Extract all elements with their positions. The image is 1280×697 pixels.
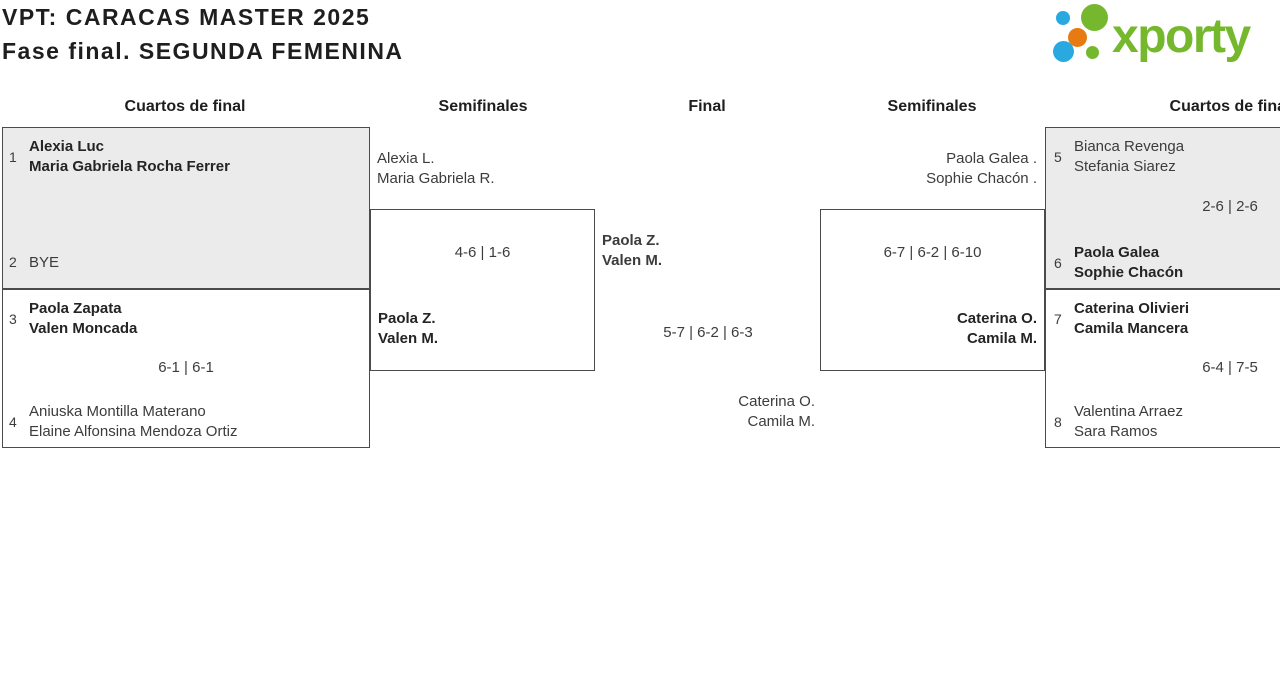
player-name: Camila M.: [747, 412, 815, 430]
match-box-qf2: 3 Paola Zapata Valen Moncada 6-1 | 6-1 4…: [2, 289, 370, 448]
final-top-team: Paola Z. Valen M.: [602, 231, 662, 270]
sf-left-top-team: Alexia L. Maria Gabriela R.: [377, 149, 495, 188]
team-slot-seed5: 5 Bianca Revenga Stefania Siarez: [1054, 137, 1280, 176]
bye-label: BYE: [29, 253, 60, 271]
logo-dot-blue-small-icon: [1056, 11, 1070, 25]
round-header-final: Final: [688, 98, 726, 115]
match-box-qf4: 7 Caterina Olivieri Camila Mancera 6-4 |…: [1045, 289, 1280, 448]
sf-right-top-team: Paola Galea . Sophie Chacón .: [820, 149, 1037, 188]
final-bottom-team: Caterina O. Camila M.: [595, 392, 815, 431]
logo-dot-blue-big-icon: [1053, 41, 1074, 62]
seed-number: 1: [9, 148, 17, 165]
page-subtitle: Fase final. SEGUNDA FEMENINA: [2, 38, 404, 64]
player-name: Stefania Siarez: [1074, 157, 1176, 175]
logo-wordmark: xporty: [1112, 10, 1251, 63]
player-name: Aniuska Montilla Materano: [29, 403, 206, 420]
team-names: Paola Galea Sophie Chacón: [1074, 243, 1183, 282]
player-name: Caterina O.: [738, 393, 815, 410]
seed-number: 7: [1054, 310, 1062, 327]
player-name: Sophie Chacón .: [926, 169, 1037, 187]
player-name: Elaine Alfonsina Mendoza Ortiz: [29, 422, 238, 440]
player-name: Paola Galea: [1074, 244, 1160, 261]
player-name: Paola Zapata: [29, 300, 122, 317]
player-name: Valen Moncada: [29, 319, 138, 337]
match-score: 6-4 | 7-5: [1202, 358, 1258, 376]
player-name: Camila M.: [966, 329, 1037, 347]
player-name: Paola Z.: [602, 232, 660, 249]
match-box-qf1: 1 Alexia Luc Maria Gabriela Rocha Ferrer…: [2, 127, 370, 289]
team-slot-seed6: 6 Paola Galea Sophie Chacón: [1054, 243, 1280, 282]
player-name: Valen M.: [378, 329, 439, 347]
player-name: Caterina O.: [956, 310, 1037, 327]
player-name: Maria Gabriela Rocha Ferrer: [29, 157, 230, 175]
player-name: Caterina Olivieri: [1074, 300, 1190, 317]
seed-number: 8: [1054, 413, 1062, 430]
seed-number: 5: [1054, 148, 1062, 165]
team-names: Paola Z. Valen M.: [378, 309, 438, 348]
round-header-qf-right: Cuartos de final: [1169, 98, 1280, 115]
final-score: 5-7 | 6-2 | 6-3: [663, 324, 753, 341]
team-slot-seed3: 3 Paola Zapata Valen Moncada: [9, 299, 363, 338]
team-slot-seed7: 7 Caterina Olivieri Camila Mancera: [1054, 299, 1280, 338]
match-box-qf3: 5 Bianca Revenga Stefania Siarez 2-6 | 2…: [1045, 127, 1280, 289]
player-name: Bianca Revenga: [1074, 138, 1185, 155]
team-slot-seed1: 1 Alexia Luc Maria Gabriela Rocha Ferrer: [9, 137, 363, 176]
team-slot-seed2: 2 BYE: [9, 253, 363, 273]
team-names: Bianca Revenga Stefania Siarez: [1074, 137, 1184, 176]
player-name: Sophie Chacón: [1074, 263, 1184, 281]
round-header-sf-right: Semifinales: [887, 98, 977, 115]
player-name: Paola Galea .: [946, 150, 1037, 167]
round-header-qf-left: Cuartos de final: [124, 98, 246, 115]
match-score: 2-6 | 2-6: [1202, 198, 1258, 215]
player-name: Paola Z.: [378, 310, 436, 327]
team-names: Caterina Olivieri Camila Mancera: [1074, 299, 1189, 338]
match-score: 6-7 | 6-2 | 6-10: [883, 244, 982, 261]
player-name: Valentina Arraez: [1074, 403, 1183, 420]
team-slot-seed8: 8 Valentina Arraez Sara Ramos: [1054, 402, 1280, 441]
seed-number: 4: [9, 413, 17, 430]
player-name: Sara Ramos: [1074, 422, 1158, 440]
team-names: Alexia Luc Maria Gabriela Rocha Ferrer: [29, 137, 230, 176]
team-names: Caterina O. Camila M.: [957, 309, 1037, 348]
match-box-sf-left: 4-6 | 1-6 Paola Z. Valen M.: [370, 209, 595, 371]
page-title: VPT: CARACAS MASTER 2025: [2, 4, 371, 30]
player-name: Maria Gabriela R.: [377, 169, 495, 187]
team-names: Paola Zapata Valen Moncada: [29, 299, 137, 338]
player-name: Camila Mancera: [1074, 319, 1189, 337]
player-name: Alexia Luc: [29, 138, 105, 155]
seed-number: 6: [1054, 254, 1062, 271]
team-names: Aniuska Montilla Materano Elaine Alfonsi…: [29, 402, 237, 441]
seed-number: 3: [9, 310, 17, 327]
match-score: 4-6 | 1-6: [454, 244, 511, 261]
logo-dot-green-small-icon: [1086, 46, 1099, 59]
match-score: 6-1 | 6-1: [158, 358, 214, 376]
player-name: Valen M.: [602, 251, 663, 269]
player-name: Alexia L.: [377, 150, 435, 167]
round-header-sf-left: Semifinales: [438, 98, 528, 115]
team-names: Valentina Arraez Sara Ramos: [1074, 402, 1183, 441]
match-box-sf-right: 6-7 | 6-2 | 6-10 Caterina O. Camila M.: [820, 209, 1045, 371]
seed-number: 2: [9, 254, 17, 271]
team-slot-seed4: 4 Aniuska Montilla Materano Elaine Alfon…: [9, 402, 363, 441]
team-names: BYE: [29, 253, 59, 273]
logo-dot-orange-icon: [1068, 28, 1087, 47]
logo-dot-green-big-icon: [1081, 4, 1108, 31]
